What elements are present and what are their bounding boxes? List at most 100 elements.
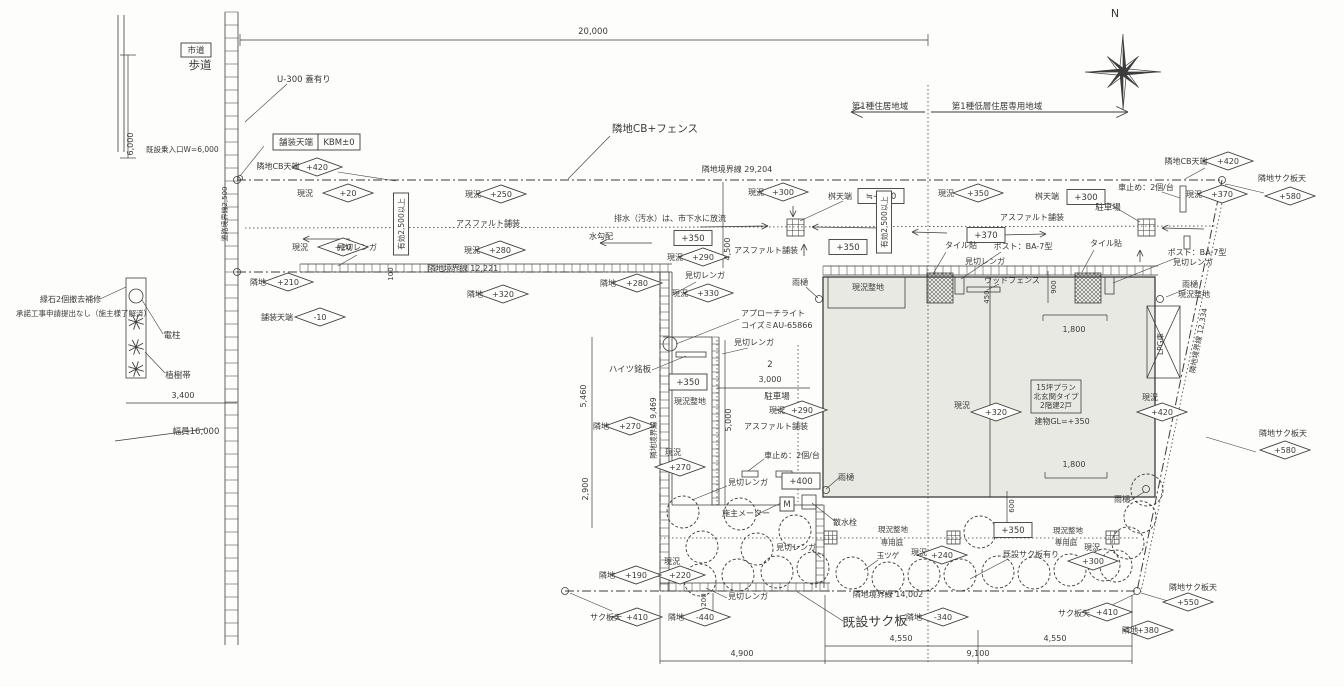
plan-label: 現況 xyxy=(664,557,680,566)
plan-label: 駐車場 xyxy=(1095,202,1121,213)
plan-circle xyxy=(1156,295,1164,303)
shrub-icon xyxy=(135,342,144,348)
level-diamond-value: +300 xyxy=(1082,557,1104,566)
flow-arrow-icon xyxy=(999,233,1047,236)
value-box-text: +350 xyxy=(836,243,859,253)
plan-label: アスファルト舗装 xyxy=(1000,212,1064,222)
plan-label: 現況 xyxy=(911,548,927,557)
leader-line xyxy=(1161,191,1181,199)
leader-line xyxy=(1127,491,1145,503)
shrub-icon xyxy=(135,364,144,370)
tree-symbol xyxy=(1111,526,1145,560)
plan-label: 隣地 xyxy=(1122,625,1138,635)
plan-label: 現況整地 xyxy=(1053,525,1083,535)
plan-label: 北玄関タイプ xyxy=(1034,391,1079,401)
plan-label: 隣地境界線 12,221 xyxy=(428,263,499,273)
level-diamond-value: +410 xyxy=(1096,608,1118,617)
plan-label: 4,550 xyxy=(1044,634,1067,643)
tree-symbol xyxy=(943,558,977,592)
value-box: +350 xyxy=(993,522,1033,538)
plan-label: 2階建2戸 xyxy=(1040,400,1073,410)
tree-symbol xyxy=(666,495,700,529)
leader-line xyxy=(651,355,687,371)
flow-arrow-head xyxy=(811,223,819,228)
level-diamond xyxy=(474,184,528,204)
plan-label: 駐車場 xyxy=(764,391,790,402)
level-diamond-value: +280 xyxy=(626,279,648,288)
value-box-frame xyxy=(876,190,892,254)
leader-line xyxy=(863,559,879,571)
leader-line xyxy=(673,281,697,295)
plan-label: 隣地サク板天 xyxy=(1169,582,1217,592)
north-arrow-icon xyxy=(1107,71,1127,88)
plan-circle xyxy=(815,295,823,303)
plan-label: サク板天 xyxy=(1058,608,1090,618)
level-diamond-value: +580 xyxy=(1274,446,1296,455)
tree-symbol xyxy=(796,551,830,585)
value-box: 有効2,500以上 xyxy=(393,192,409,256)
level-diamond-value: +270 xyxy=(619,422,641,431)
tree-symbol xyxy=(1099,549,1133,583)
flow-arrow-head xyxy=(599,239,607,244)
level-diamond-value: +290 xyxy=(692,253,714,262)
plan-label: 見切レンガ xyxy=(728,477,768,487)
tree-symbol xyxy=(760,555,794,589)
level-diamond-value: +270 xyxy=(669,463,691,472)
plan-label: 桝天端 xyxy=(828,191,852,201)
shrub-icon xyxy=(135,321,144,325)
flow-arrow-head xyxy=(302,235,310,240)
level-diamond xyxy=(610,273,664,293)
level-diamond-value: +370 xyxy=(1211,190,1233,199)
shrub-icon xyxy=(135,361,139,370)
plan-label: 9,100 xyxy=(967,649,990,658)
plan-label: 5,000 xyxy=(724,409,733,432)
shrub-icon xyxy=(133,368,137,377)
leader-line xyxy=(1112,257,1177,284)
leader-line xyxy=(675,318,740,345)
plan-label: 見切レンガ xyxy=(685,270,725,280)
value-box-frame xyxy=(673,230,713,246)
plan-label: 隣地 xyxy=(668,612,684,622)
flow-arrow-head xyxy=(911,231,919,236)
flow-arrow-icon xyxy=(1161,227,1205,230)
level-diamond-value: +320 xyxy=(492,290,514,299)
flow-arrow-head xyxy=(911,228,919,233)
plan-circle xyxy=(561,587,569,595)
flow-arrow-head xyxy=(1039,233,1047,238)
plan-label: 隣地サク板天 xyxy=(1259,428,1307,438)
level-diamond xyxy=(1161,592,1215,612)
level-diamond-value: +420 xyxy=(306,163,328,172)
value-box: +350 xyxy=(828,239,868,255)
plan-label: 専用庭 xyxy=(881,537,904,547)
level-diamond xyxy=(775,400,829,420)
flow-arrow-head xyxy=(811,226,819,231)
plan-label: 600 xyxy=(1008,499,1016,512)
plan-label: 現況 xyxy=(954,401,970,410)
plan-label: 舗装天端 xyxy=(261,312,293,322)
shrub-icon xyxy=(128,346,137,352)
value-box-text: M xyxy=(783,500,790,510)
tree-symbol xyxy=(740,532,774,566)
plan-rect xyxy=(675,351,707,358)
drain-grate xyxy=(786,218,805,237)
level-diamond-value: +290 xyxy=(791,406,813,415)
flow-arrow-head xyxy=(792,210,797,218)
leader-line xyxy=(721,347,749,355)
plan-label: 隣地境界線 14,002 xyxy=(853,589,924,599)
tree-symbol xyxy=(683,563,717,597)
tree-symbol xyxy=(778,514,812,548)
plan-label: 隣地CB天端 xyxy=(1164,156,1207,166)
shrub-icon xyxy=(135,346,144,350)
flow-arrow-head xyxy=(850,105,863,113)
level-diamond xyxy=(1258,440,1312,460)
level-diamond-value: +420 xyxy=(1151,408,1173,417)
shrub-icon xyxy=(135,346,141,355)
leader-line xyxy=(141,299,164,335)
plan-label: 桝天端 xyxy=(1035,191,1059,201)
plan-rect xyxy=(954,276,965,295)
level-diamond xyxy=(1135,402,1189,422)
leader-line xyxy=(795,590,844,622)
plan-label: 隣地 xyxy=(600,278,616,288)
drain-grate xyxy=(1137,218,1156,237)
